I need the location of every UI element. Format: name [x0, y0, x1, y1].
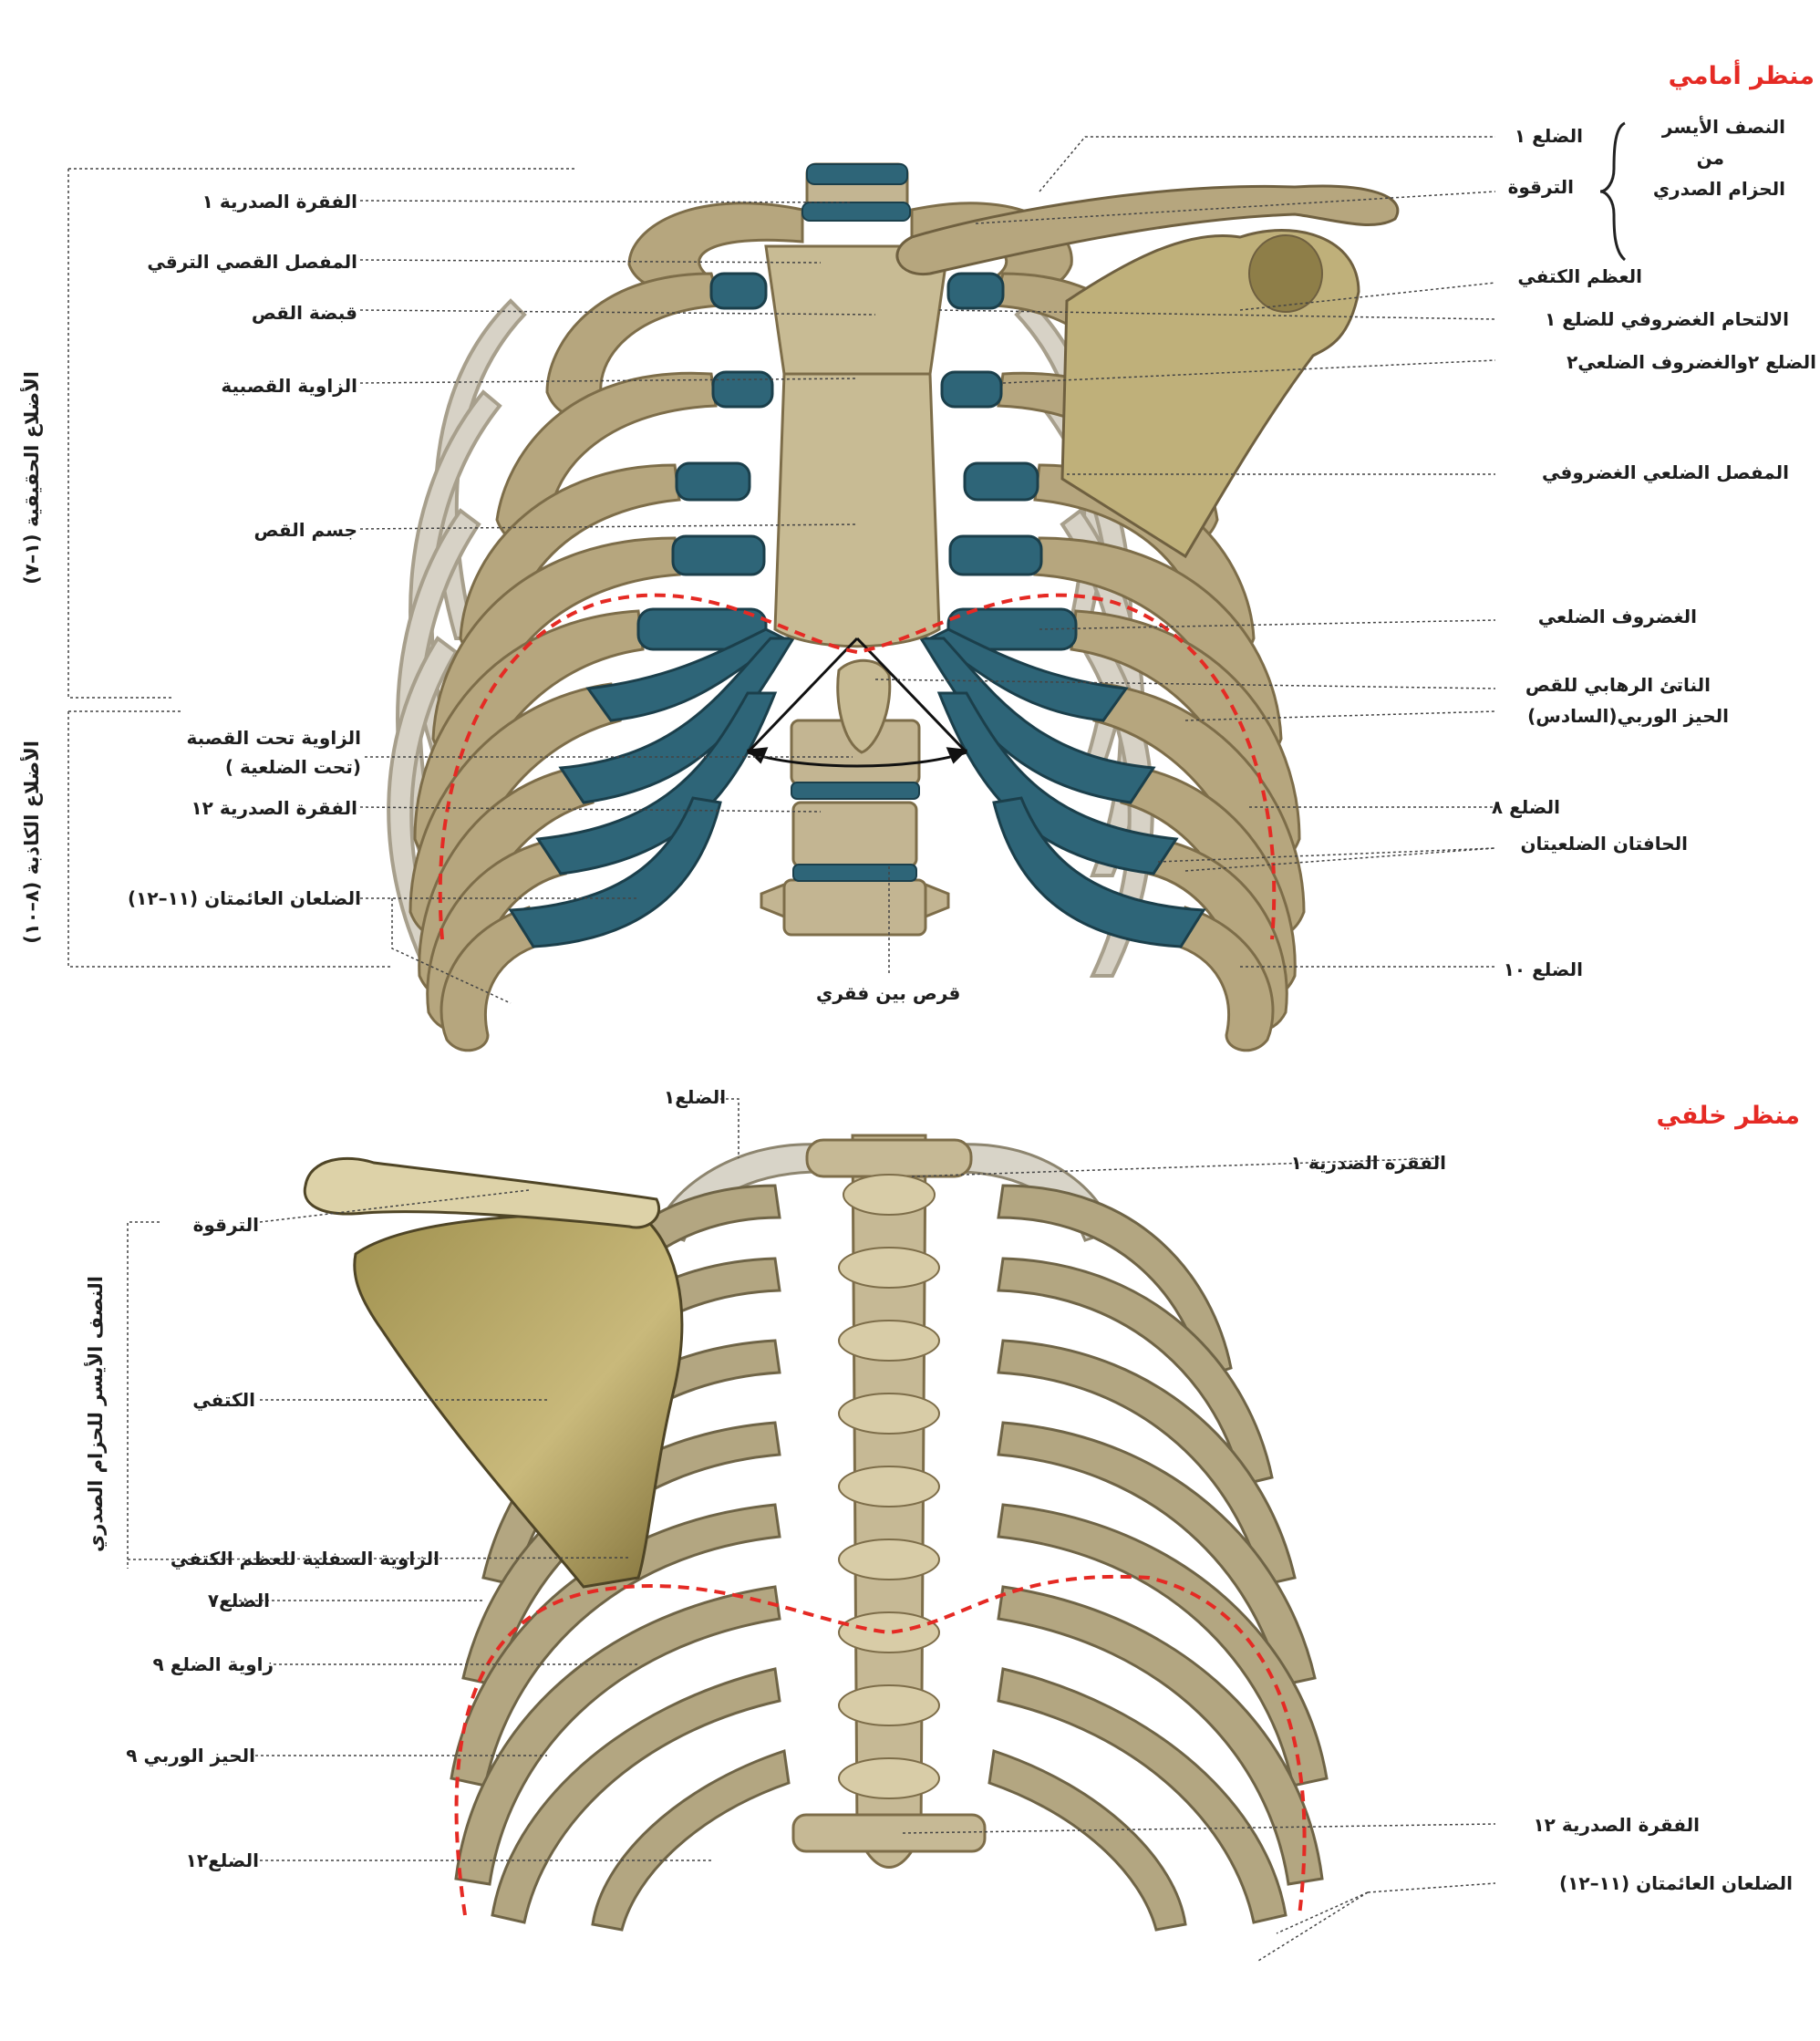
front-view-title: منظر أمامي [1668, 62, 1815, 90]
half-girdle-bracket [1599, 121, 1627, 262]
label-inferior-angle: الزاوية السفلية للعظم الكتفي [170, 1548, 439, 1570]
leader-lines [67, 136, 1496, 1962]
back-spinous-processes [838, 1174, 940, 1799]
label-back-scapula: الكتفي [192, 1389, 255, 1411]
label-sternum-body: جسم القص [253, 519, 357, 541]
label-back-rib1: الضلع١ [664, 1086, 727, 1108]
back-view-title: منظر خلفي [1656, 1102, 1800, 1130]
label-half-left-2: من [1696, 147, 1724, 169]
label-sternoclavicular: المفصل القصي الترقي [147, 251, 357, 273]
label-xiphoid: الناتئ الرهابي للقص [1525, 674, 1711, 696]
label-rib9-angle: زاوية الضلع ٩ [152, 1653, 274, 1675]
label-half-left-1: النصف الأيسر [1661, 116, 1785, 138]
label-infrasternal-angle-1: الزاوية تحت القصبة [186, 727, 361, 749]
label-rib8: الضلع ٨ [1491, 796, 1560, 818]
label-back-t1: الفقرة الصدرية ١ [1290, 1152, 1446, 1174]
label-manubrium: قبضة القص [251, 302, 357, 324]
label-true-ribs: الأضلاع الحقيقية (١–٧) [21, 371, 43, 585]
label-sternal-angle: الزاوية القصبية [221, 375, 357, 397]
label-front-floating-ribs: الضلعان العائمتان (١١–١٢) [128, 887, 361, 909]
label-front-clavicle: الترقوة [1507, 176, 1574, 198]
label-intercostal-space: الحيز الوربي(السادس) [1527, 705, 1729, 727]
label-front-rib1: الضلع ١ [1514, 125, 1583, 147]
back-diaphragm-outline [454, 1574, 1307, 1916]
label-back-rib12: الضلع١٢ [185, 1849, 259, 1871]
label-back-rib7: الضلع٧ [207, 1590, 270, 1611]
front-clavicle [895, 184, 1400, 276]
front-sternum [764, 244, 950, 754]
label-front-t12: الفقرة الصدرية ١٢ [191, 797, 357, 819]
front-diaphragm-outline [438, 593, 1277, 940]
label-girdle-left-half: النصف الأيسر للحزام الصدري [85, 1276, 107, 1552]
label-back-clavicle: الترقوة [192, 1214, 259, 1236]
front-costal-cartilage [508, 272, 1206, 948]
back-rib-pairs [450, 1184, 1329, 1932]
front-discs [791, 163, 920, 882]
label-rib10: الضلع ١٠ [1503, 958, 1583, 980]
label-front-scapula: العظم الكتفي [1517, 265, 1642, 287]
front-view [387, 162, 1400, 1052]
label-infrasternal-angle-2: (تحت الضلعية ) [224, 756, 361, 778]
label-intercostal9: الحيز الوربي ٩ [126, 1745, 255, 1766]
label-false-ribs: الأضلاع الكاذبة (٨–١٠) [21, 741, 43, 944]
label-costal-cartilage: الغضروف الضلعي [1537, 606, 1697, 627]
label-back-floating-ribs: الضلعان العائمتان (١١–١٢) [1559, 1872, 1793, 1894]
label-intervertebral-disc: قرص بين فقري [816, 982, 961, 1004]
label-half-left-3: الحزام الصدري [1652, 178, 1785, 200]
front-vertebrae [760, 162, 950, 937]
label-rib2-cartilage: الضلع ٢والغضروف الضلعي٢ [1567, 351, 1816, 373]
label-back-t12: الفقرة الصدرية ١٢ [1533, 1814, 1700, 1836]
label-costochondral-joint: المفصل الضلعي الغضروفي [1542, 461, 1789, 483]
back-view [303, 1134, 1329, 1932]
label-costal-margins: الحافتان الضلعيتان [1520, 833, 1688, 855]
back-clavicle [303, 1156, 661, 1229]
label-front-t1: الفقرة الصدرية ١ [202, 191, 357, 212]
label-costal-union-rib1: الالتحام الغضروفي للضلع ١ [1545, 308, 1789, 330]
front-infrasternal-angle [746, 637, 968, 768]
